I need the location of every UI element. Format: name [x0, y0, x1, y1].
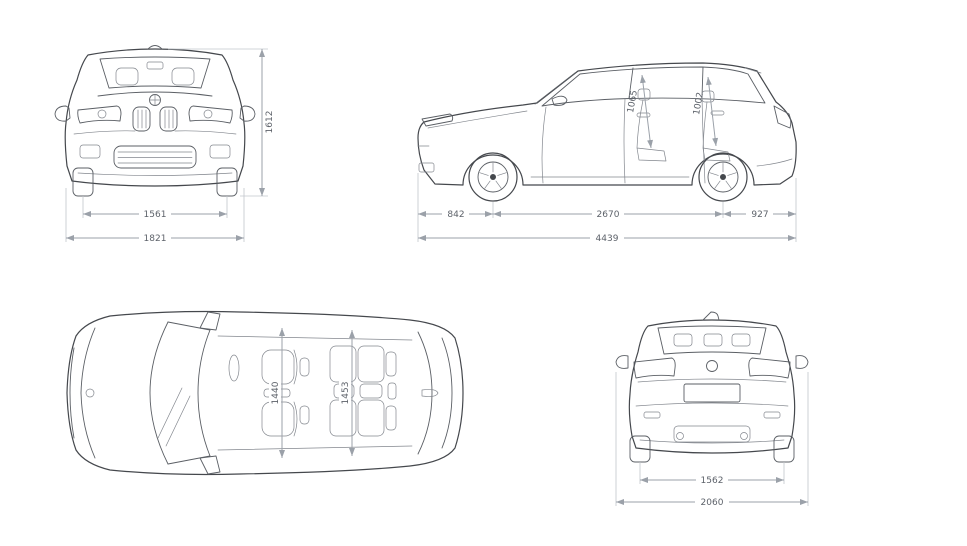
wipers	[157, 387, 191, 447]
front-track-dim-label: 1561	[144, 210, 167, 220]
overall-length-dim-label: 4439	[596, 234, 619, 244]
left-mirror	[615, 355, 629, 369]
side-car-drawing	[417, 62, 797, 202]
front-width-dim-label: 1821	[144, 234, 167, 244]
headrest	[115, 67, 139, 86]
rear-car-drawing	[615, 311, 809, 463]
wheelbase-dim-label: 2670	[597, 210, 620, 220]
brand-roundel-icon	[149, 94, 161, 106]
license-plate	[683, 383, 741, 403]
door-handle	[636, 112, 651, 118]
headroom-rear-dim-label: 1002	[692, 92, 706, 116]
interior-width-rear-dim-label: 1453	[341, 382, 351, 405]
right-mirror	[795, 355, 809, 369]
rear-view: 1562 2060	[615, 311, 809, 508]
rear-overhang-dim-label: 927	[751, 210, 768, 220]
headrest	[731, 333, 751, 347]
left-taillight	[633, 357, 676, 379]
rearview-mirror	[146, 61, 164, 70]
front-height-dim-label: 1612	[265, 111, 275, 134]
front-wheel	[468, 152, 518, 202]
diffuser	[673, 425, 751, 443]
front-view: 1612 1561 1821	[54, 45, 275, 244]
left-reflector	[643, 411, 661, 419]
right-headlight	[188, 105, 233, 124]
side-dimensions: 1065 1002 842 2670 927 4439	[417, 74, 797, 244]
exhaust	[676, 432, 684, 440]
left-mirror	[54, 105, 71, 122]
left-foglight	[79, 144, 101, 159]
rear-dimensions: 1562 2060	[615, 372, 809, 508]
headroom-front-dim-label: 1065	[626, 90, 640, 114]
top-car-drawing	[66, 310, 464, 476]
antenna-icon	[702, 311, 720, 321]
right-reflector	[763, 411, 781, 419]
headrest	[171, 67, 195, 86]
headlight	[421, 113, 454, 127]
right-taillight	[748, 357, 791, 379]
front-car-drawing	[54, 45, 256, 197]
brand-roundel-icon	[85, 388, 95, 398]
top-mirror	[199, 311, 221, 331]
front-dimensions: 1612 1561 1821	[65, 48, 275, 244]
top-view: 1440 1453	[66, 310, 464, 476]
exhaust	[740, 432, 748, 440]
left-headlight	[77, 105, 122, 124]
headrest	[673, 333, 693, 347]
front-overhang-dim-label: 842	[447, 210, 464, 220]
kidney-grille	[132, 106, 178, 132]
top-dimensions: 1440 1453	[269, 328, 355, 458]
antenna-icon	[421, 389, 439, 397]
side-mirror	[551, 95, 568, 106]
headrest	[703, 333, 723, 347]
lower-intake	[113, 145, 197, 169]
bottom-mirror	[199, 455, 221, 475]
door-handle	[710, 110, 725, 116]
rear-track-dim-label: 1562	[701, 476, 724, 486]
rear-wheel	[698, 152, 748, 202]
rear-width-dim-label: 2060	[701, 498, 724, 508]
taillight	[773, 105, 792, 129]
right-mirror	[239, 105, 256, 122]
right-foglight	[209, 144, 231, 159]
steering-wheel	[228, 354, 240, 382]
interior-width-front-dim-label: 1440	[271, 381, 281, 404]
side-view: 1065 1002 842 2670 927 4439	[417, 62, 797, 244]
brand-roundel-icon	[706, 360, 718, 372]
antenna-icon	[147, 45, 163, 50]
